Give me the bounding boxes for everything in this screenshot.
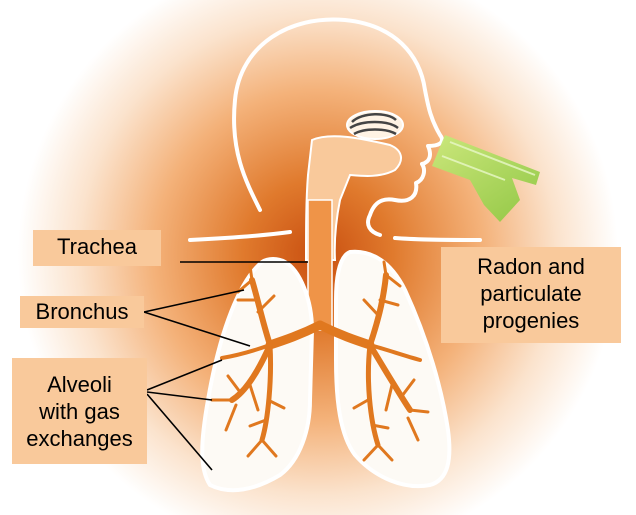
radon-label-line-3: progenies xyxy=(441,307,621,334)
radon-label-line-2: particulate xyxy=(441,280,621,307)
trachea-label: Trachea xyxy=(33,230,161,266)
alveoli-label-line-2: with gas xyxy=(12,398,147,425)
alveoli-label-line-3: exchanges xyxy=(12,425,147,452)
nasal-cavity-icon xyxy=(347,111,403,139)
alveoli-label-line-1: Alveoli xyxy=(12,371,147,398)
radon-label: Radon and particulate progenies xyxy=(441,247,621,343)
alveoli-label: Alveoli with gas exchanges xyxy=(12,358,147,464)
bronchus-label: Bronchus xyxy=(20,296,144,328)
radon-label-line-1: Radon and xyxy=(441,253,621,280)
